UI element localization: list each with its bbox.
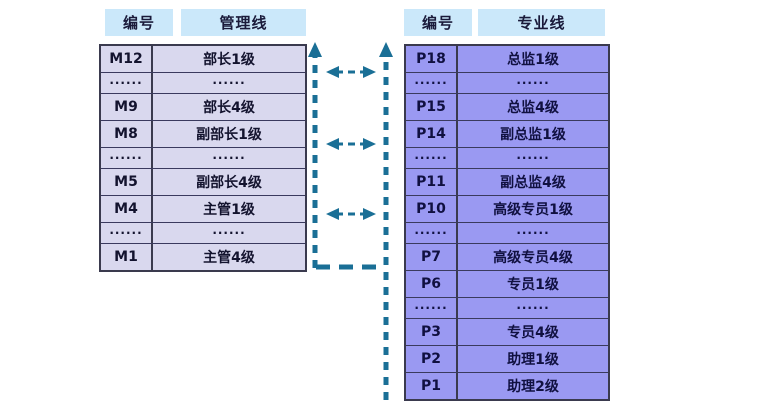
table-row[interactable]: P2 助理1级 (406, 346, 608, 373)
prof-name-cell: 助理1级 (507, 352, 559, 368)
table-row[interactable]: ······ ······ (406, 223, 608, 244)
prof-header-name: 专业线 (478, 9, 605, 36)
mgmt-name-cell: 副部长4级 (196, 175, 262, 191)
mgmt-name-cell: ······ (212, 226, 246, 240)
prof-name-cell: 副总监1级 (500, 127, 566, 143)
mgmt-code-cell: M9 (101, 94, 153, 120)
table-row[interactable]: P6 专员1级 (406, 271, 608, 298)
prof-code-cell: P1 (406, 373, 458, 399)
prof-name-cell: 高级专员1级 (493, 202, 573, 218)
table-row[interactable]: M12 部长1级 (101, 46, 305, 73)
mgmt-code-cell: M1 (101, 244, 153, 270)
prof-code-cell: P15 (406, 94, 458, 120)
prof-code-cell: ······ (406, 298, 458, 318)
management-track-arrow (308, 42, 322, 268)
prof-code-cell: P18 (406, 46, 458, 72)
prof-code-cell: ······ (406, 148, 458, 168)
prof-code-cell: ······ (406, 223, 458, 243)
table-row[interactable]: ······ ······ (406, 73, 608, 94)
table-row[interactable]: ······ ······ (101, 148, 305, 169)
prof-code-cell: P7 (406, 244, 458, 270)
mgmt-code-cell: ······ (101, 73, 153, 93)
mgmt-name-cell: ······ (212, 151, 246, 165)
table-row[interactable]: M4 主管1级 (101, 196, 305, 223)
table-row[interactable]: P1 助理2级 (406, 373, 608, 399)
table-row[interactable]: M1 主管4级 (101, 244, 305, 270)
crosslink-junior (326, 208, 376, 220)
prof-name-cell: 助理2级 (507, 379, 559, 395)
table-row[interactable]: ······ ······ (101, 223, 305, 244)
prof-name-cell: ······ (516, 76, 550, 90)
prof-name-cell: 专员4级 (507, 325, 559, 341)
mgmt-code-cell: M4 (101, 196, 153, 222)
professional-track-arrow (379, 42, 393, 400)
table-row[interactable]: P18 总监1级 (406, 46, 608, 73)
mgmt-name-cell: 主管4级 (203, 250, 255, 266)
mgmt-name-cell: ······ (212, 76, 246, 90)
crosslink-middle (326, 138, 376, 150)
prof-code-cell: P11 (406, 169, 458, 195)
table-row[interactable]: P10 高级专员1级 (406, 196, 608, 223)
prof-code-cell: P10 (406, 196, 458, 222)
table-row[interactable]: ······ ······ (406, 298, 608, 319)
prof-name-cell: ······ (516, 301, 550, 315)
mgmt-code-cell: M5 (101, 169, 153, 195)
mgmt-name-cell: 副部长1级 (196, 127, 262, 143)
mgmt-code-cell: ······ (101, 223, 153, 243)
prof-name-cell: 副总监4级 (500, 175, 566, 191)
table-row[interactable]: M9 部长4级 (101, 94, 305, 121)
prof-code-cell: P14 (406, 121, 458, 147)
prof-name-cell: 总监1级 (507, 52, 559, 68)
prof-code-cell: ······ (406, 73, 458, 93)
mgmt-name-cell: 部长4级 (203, 100, 255, 116)
table-row[interactable]: P7 高级专员4级 (406, 244, 608, 271)
prof-name-cell: 总监4级 (507, 100, 559, 116)
mgmt-code-cell: M8 (101, 121, 153, 147)
prof-name-cell: 专员1级 (507, 277, 559, 293)
mgmt-code-cell: M12 (101, 46, 153, 72)
prof-header-code: 编号 (404, 9, 472, 36)
table-row[interactable]: P15 总监4级 (406, 94, 608, 121)
table-row[interactable]: P14 副总监1级 (406, 121, 608, 148)
table-row[interactable]: M5 副部长4级 (101, 169, 305, 196)
mgmt-header-code: 编号 (105, 9, 173, 36)
table-row[interactable]: P3 专员4级 (406, 319, 608, 346)
mgmt-header-name: 管理线 (181, 9, 306, 36)
table-row[interactable]: P11 副总监4级 (406, 169, 608, 196)
prof-code-cell: P6 (406, 271, 458, 297)
table-row[interactable]: ······ ······ (406, 148, 608, 169)
prof-code-cell: P2 (406, 346, 458, 372)
mgmt-name-cell: 部长1级 (203, 52, 255, 68)
mgmt-code-cell: ······ (101, 148, 153, 168)
crosslink-senior (326, 66, 376, 78)
table-row[interactable]: ······ ······ (101, 73, 305, 94)
prof-name-cell: 高级专员4级 (493, 250, 573, 266)
prof-code-cell: P3 (406, 319, 458, 345)
table-row[interactable]: M8 副部长1级 (101, 121, 305, 148)
mgmt-name-cell: 主管1级 (203, 202, 255, 218)
prof-name-cell: ······ (516, 226, 550, 240)
prof-name-cell: ······ (516, 151, 550, 165)
